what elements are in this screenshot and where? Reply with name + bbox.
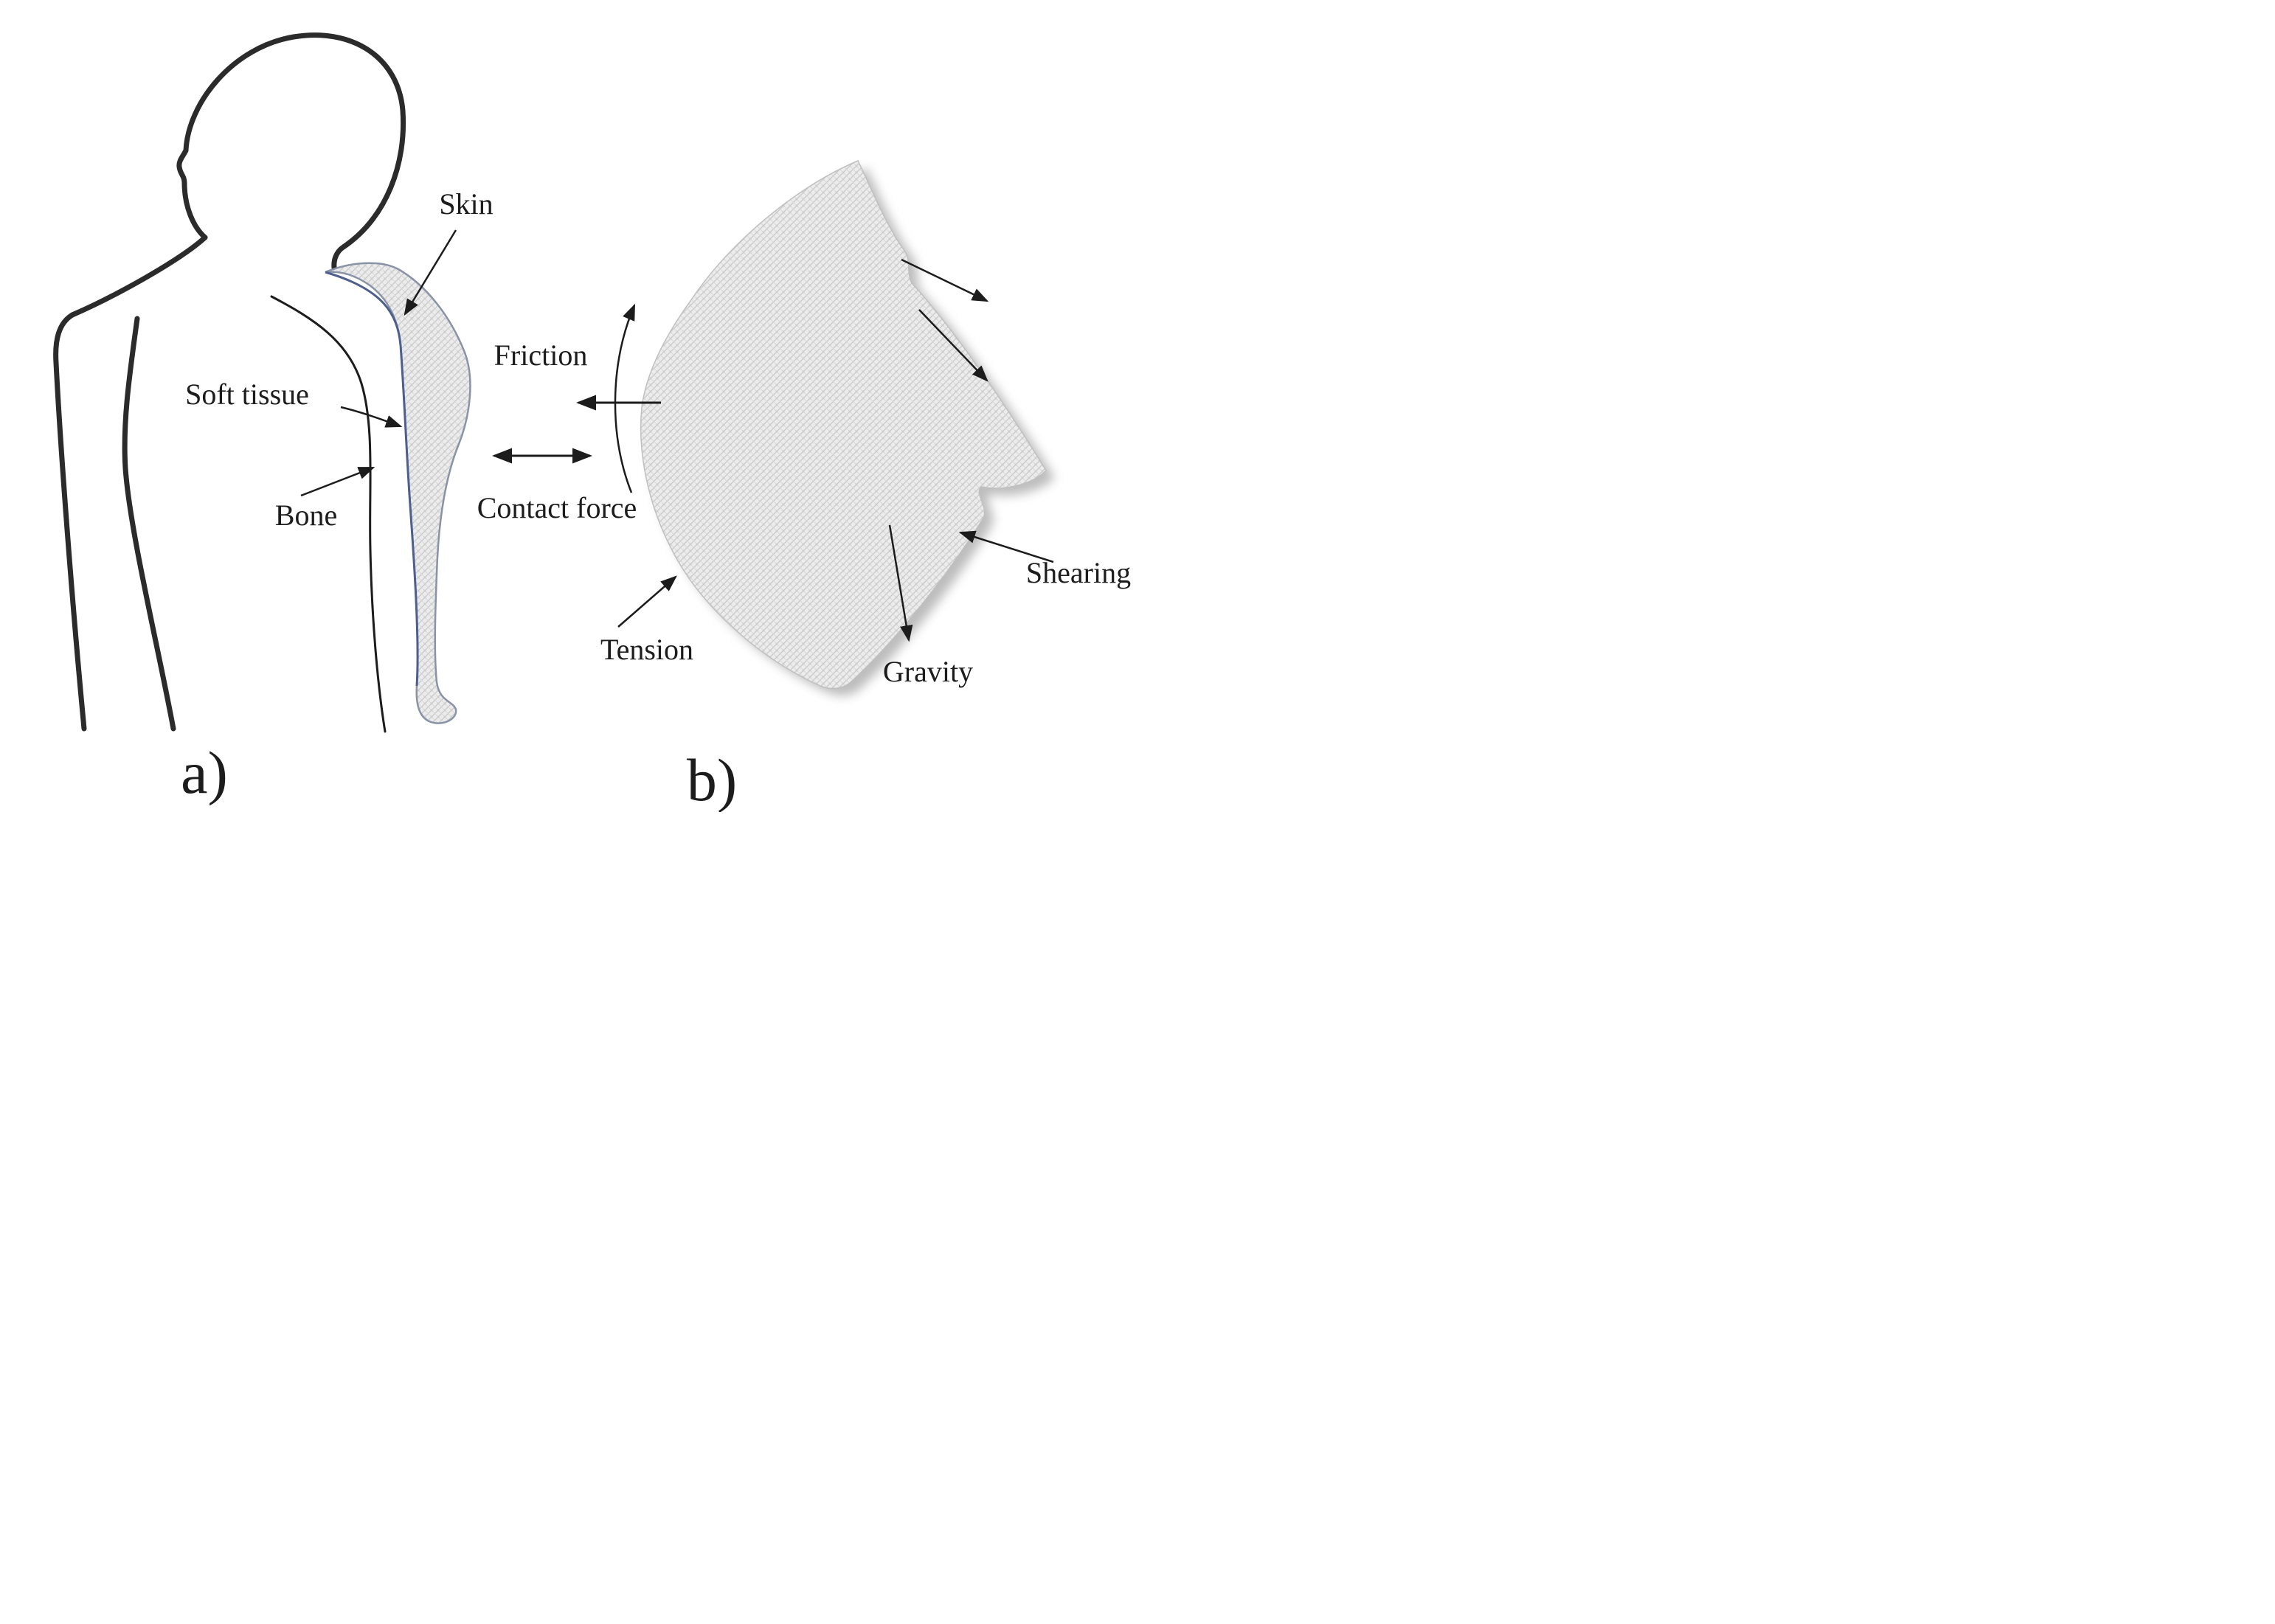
shear-pair-arrow-lower bbox=[918, 309, 988, 382]
tension-arrow bbox=[617, 575, 677, 628]
bone-arrow bbox=[300, 466, 375, 497]
patch-shape bbox=[640, 160, 1047, 690]
bone-label: Bone bbox=[275, 499, 337, 532]
figure-canvas: Skin Soft tissue Bone a) Friction Contac… bbox=[0, 0, 1138, 812]
shearing-arrow bbox=[958, 530, 1054, 563]
contact-force-label: Contact force bbox=[477, 491, 637, 524]
skin-arrow bbox=[404, 229, 457, 316]
soft-tissue-label: Soft tissue bbox=[185, 378, 309, 411]
torso-inner-line bbox=[122, 316, 176, 732]
skin-label: Skin bbox=[439, 187, 493, 221]
gravity-label: Gravity bbox=[883, 655, 973, 688]
friction-label: Friction bbox=[494, 339, 588, 372]
shear-pair-arrow-upper bbox=[901, 258, 989, 302]
panel-b-annotations: Friction Contact force Shearing Tension … bbox=[477, 258, 1131, 812]
soft-tissue-arrow bbox=[340, 406, 403, 428]
panel-a-label: a) bbox=[181, 739, 228, 806]
head-outline bbox=[176, 32, 406, 271]
shearing-label: Shearing bbox=[1026, 556, 1131, 589]
friction-curved-arrow bbox=[614, 303, 636, 493]
arm-outline bbox=[53, 312, 87, 732]
tension-label: Tension bbox=[600, 633, 693, 666]
skin-edge-line bbox=[325, 271, 419, 687]
shoulder-outline bbox=[69, 235, 208, 318]
panel-b-patch bbox=[640, 160, 1055, 696]
skin-cross-section bbox=[325, 262, 471, 724]
gravity-arrow bbox=[888, 524, 913, 642]
panel-b-label: b) bbox=[687, 746, 737, 812]
panel-a-annotations: Skin Soft tissue Bone a) bbox=[181, 187, 494, 806]
diagram-svg: Skin Soft tissue Bone a) Friction Contac… bbox=[53, 32, 1131, 812]
